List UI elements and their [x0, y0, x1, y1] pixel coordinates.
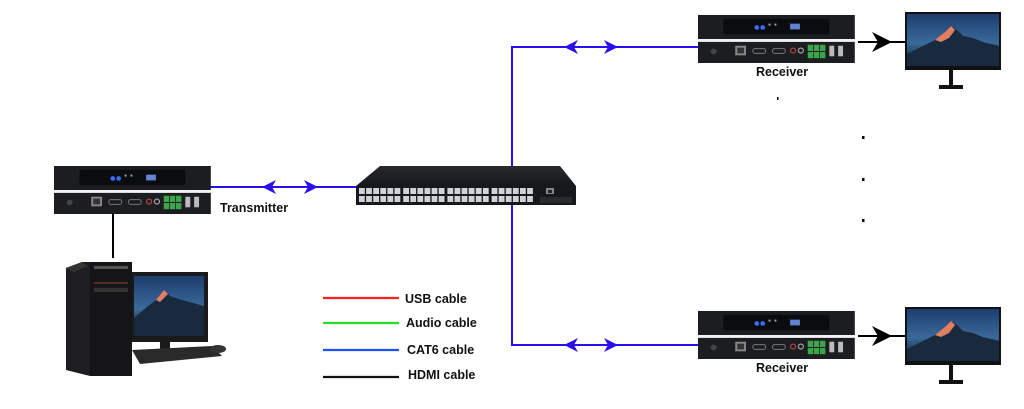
switch-port: [403, 196, 409, 202]
switch-port: [380, 196, 387, 202]
legend-label: CAT6 cable: [407, 343, 474, 357]
switch-port: [431, 196, 438, 202]
switch-port: [394, 196, 401, 202]
switch-port: [373, 196, 379, 202]
switch-port: [380, 188, 387, 194]
legend-item-hdmi: HDMI cable: [323, 368, 475, 382]
switch-port: [491, 188, 498, 194]
switch-port: [387, 188, 394, 194]
switch-port: [527, 188, 533, 194]
switch-port: [438, 188, 445, 194]
switch-port: [512, 188, 519, 194]
receiver-bottom-label: Receiver: [756, 361, 808, 375]
arrow-right-rx-top: [604, 40, 618, 54]
switch-port: [475, 196, 482, 202]
arrow-to-display-bottom: [872, 326, 892, 346]
switch-port: [475, 188, 482, 194]
hdmi-arrows: [872, 32, 892, 346]
switch-port: [359, 196, 365, 202]
legend-label: HDMI cable: [408, 368, 475, 382]
switch-port: [431, 188, 438, 194]
arrow-right-rx-bottom: [604, 338, 618, 352]
switch-port: [366, 188, 372, 194]
switch-port: [482, 188, 489, 194]
switch-port: [468, 196, 475, 202]
arrow-left-rx-bottom: [564, 338, 578, 352]
switch-port: [366, 196, 372, 202]
switch-port: [417, 196, 424, 202]
switch-port: [512, 196, 519, 202]
receiver-top-label: Receiver: [756, 65, 808, 79]
switch-port: [410, 196, 417, 202]
mouse: [210, 345, 226, 353]
cat6-links: [206, 46, 724, 346]
switch-port: [403, 188, 409, 194]
legend-label: USB cable: [405, 292, 467, 306]
switch-port: [461, 196, 468, 202]
switch-port: [447, 196, 454, 202]
legend-label: Audio cable: [406, 316, 477, 330]
switch-port: [491, 196, 498, 202]
link-switch-receiver-top: [511, 46, 722, 187]
switch-port: [438, 196, 445, 202]
arrow-left-tx: [262, 180, 276, 194]
switch-ports: [359, 188, 533, 202]
network-switch[interactable]: [356, 166, 576, 205]
switch-port: [454, 188, 461, 194]
source-computer[interactable]: [66, 262, 226, 376]
display-top[interactable]: [905, 12, 1001, 89]
switch-port: [527, 196, 533, 202]
switch-port: [424, 196, 431, 202]
switch-port: [373, 188, 379, 194]
arrow-to-display-top: [872, 32, 892, 52]
keyboard: [132, 346, 222, 364]
switch-port: [468, 188, 475, 194]
switch-port: [417, 188, 424, 194]
receiver-bottom-device[interactable]: [697, 310, 856, 360]
link-switch-receiver-bottom: [511, 203, 724, 346]
transmitter-label: Transmitter: [220, 201, 288, 215]
switch-port: [387, 196, 394, 202]
legend: USB cable Audio cable CAT6 cable HDMI ca…: [323, 292, 477, 382]
display-bottom[interactable]: [905, 307, 1001, 384]
legend-item-audio: Audio cable: [323, 316, 477, 330]
switch-port: [520, 196, 526, 202]
transmitter-device[interactable]: [53, 165, 212, 215]
switch-port: [394, 188, 401, 194]
legend-item-cat6: CAT6 cable: [323, 343, 474, 357]
bidirectional-arrows: [262, 40, 618, 352]
legend-item-usb: USB cable: [323, 292, 467, 306]
switch-port: [505, 188, 512, 194]
switch-port: [498, 196, 505, 202]
switch-port: [424, 188, 431, 194]
switch-port: [410, 188, 417, 194]
arrow-left-rx-top: [564, 40, 578, 54]
switch-port: [505, 196, 512, 202]
switch-port: [447, 188, 454, 194]
arrow-right-tx: [304, 180, 318, 194]
more-receivers-ellipsis: [777, 97, 865, 222]
switch-port: [359, 188, 365, 194]
switch-port: [498, 188, 505, 194]
switch-port: [482, 196, 489, 202]
receiver-top-device[interactable]: [697, 14, 856, 64]
switch-port: [461, 188, 468, 194]
switch-port: [520, 188, 526, 194]
switch-port: [454, 196, 461, 202]
